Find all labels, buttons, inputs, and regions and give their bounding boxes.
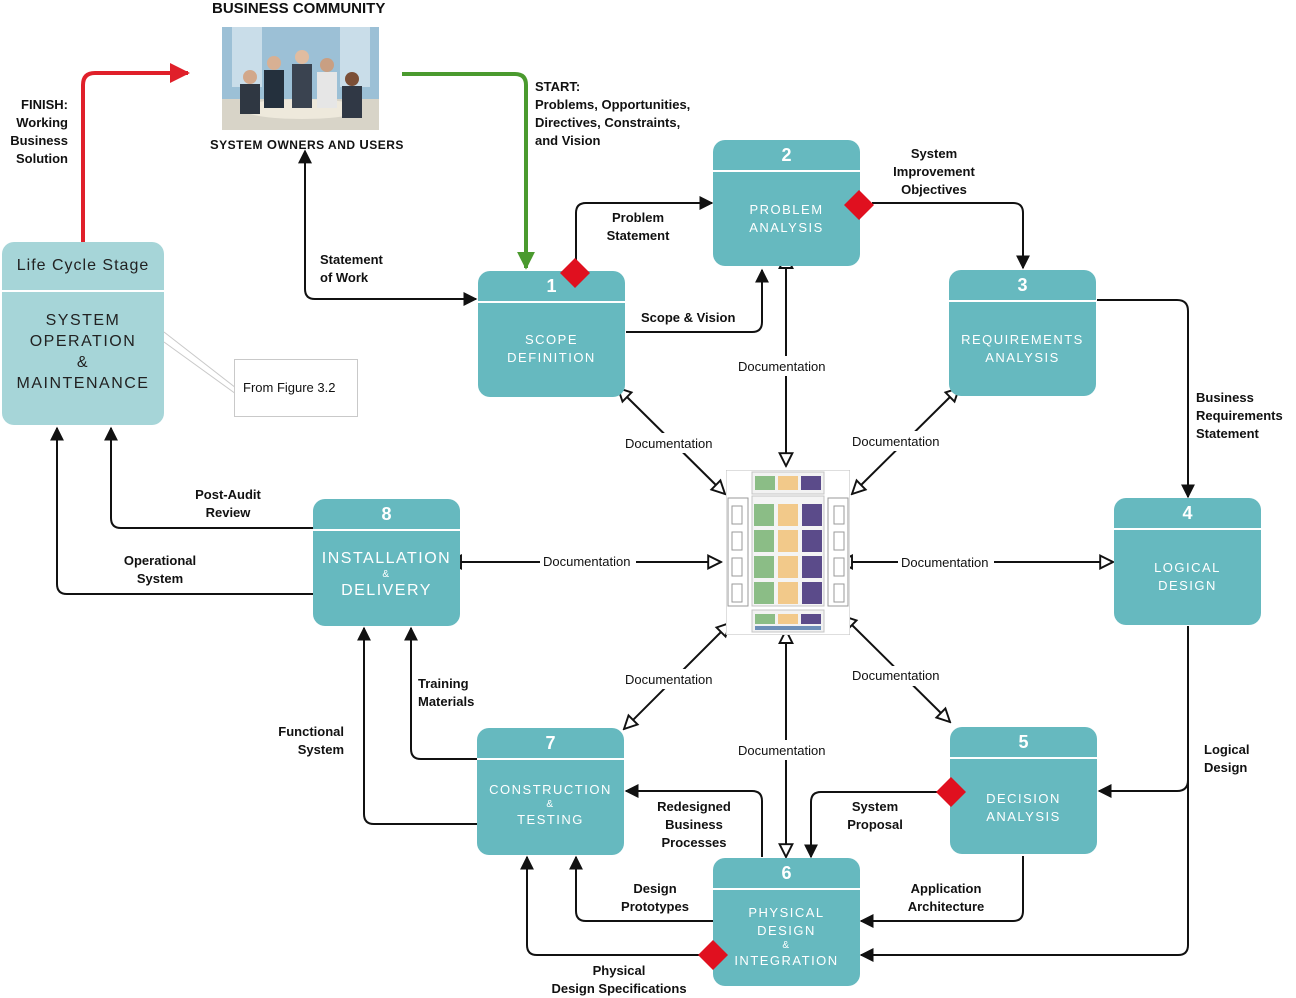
figure-reference-note: From Figure 3.2 — [234, 359, 358, 417]
finish-arrow — [81, 63, 190, 243]
phase-number: 6 — [713, 858, 860, 890]
red-diamond-icon — [698, 940, 728, 970]
phase-number: 4 — [1114, 498, 1261, 530]
phase-title: CONSTRUCTION&TESTING — [489, 782, 612, 827]
statement-of-work-arrow — [298, 149, 478, 306]
phase-number: 7 — [477, 728, 624, 760]
scope-vision-label: Scope & Vision — [641, 310, 736, 325]
business-community-title: BUSINESS COMMUNITY — [212, 0, 386, 17]
lifecycle-stage-header: Life Cycle Stage — [2, 242, 164, 292]
lifecycle-stage-name: SYSTEM OPERATION & MAINTENANCE — [16, 312, 150, 392]
training-materials-arrow — [404, 626, 478, 760]
documentation-label-5: Documentation — [852, 668, 940, 683]
phase-number: 1 — [478, 271, 625, 303]
problem-statement-arrow — [575, 196, 714, 270]
phase-number: 8 — [313, 499, 460, 531]
documentation-label-7: Documentation — [625, 672, 713, 687]
phase-number: 2 — [713, 140, 860, 172]
documentation-label-2: Documentation — [738, 359, 826, 374]
lifecycle-stage-box: Life Cycle Stage SYSTEM OPERATION & MAIN… — [2, 242, 164, 425]
phase-8-installation-delivery: 8 INSTALLATION&DELIVERY — [313, 499, 460, 626]
business-meeting-photo — [222, 27, 379, 130]
documentation-label-8: Documentation — [543, 554, 631, 569]
business-requirements-arrow — [1097, 299, 1195, 499]
objectives-arrow — [872, 202, 1030, 270]
start-label: START:Problems, Opportunities,Directives… — [535, 79, 691, 148]
phase-title: INSTALLATION&DELIVERY — [321, 550, 452, 599]
information-system-repository-icon — [725, 469, 851, 636]
red-diamond-icon — [844, 190, 874, 220]
phase-number: 5 — [950, 727, 1097, 759]
phase-7-construction-testing: 7 CONSTRUCTION&TESTING — [477, 728, 624, 855]
red-diamond-icon — [936, 777, 966, 807]
design-prototypes-arrow — [569, 855, 714, 922]
start-arrow — [402, 72, 535, 270]
documentation-label-4: Documentation — [901, 555, 989, 570]
physical-specs-arrow — [520, 855, 714, 956]
figure-note-pointer — [163, 331, 237, 395]
business-meeting-icon — [222, 27, 379, 130]
scope-vision-arrow — [626, 268, 769, 333]
operational-system-arrow — [50, 426, 313, 595]
documentation-label-6: Documentation — [738, 743, 826, 758]
redesigned-processes-arrow — [624, 784, 763, 857]
system-owners-users-caption: SYSTEM OWNERS AND USERS — [210, 137, 404, 152]
information-system-repository — [725, 469, 851, 636]
system-proposal-arrow — [804, 791, 950, 859]
functional-system-arrow — [357, 626, 478, 825]
phase-number: 3 — [949, 270, 1096, 302]
red-diamond-icon — [560, 258, 590, 288]
logical-design-to-5-arrow — [1097, 626, 1189, 798]
application-architecture-arrow — [859, 856, 1024, 928]
documentation-label-3: Documentation — [852, 434, 940, 449]
post-audit-arrow — [104, 426, 313, 529]
logical-design-to-6-arrow — [859, 780, 1189, 962]
documentation-label-1: Documentation — [625, 436, 713, 451]
